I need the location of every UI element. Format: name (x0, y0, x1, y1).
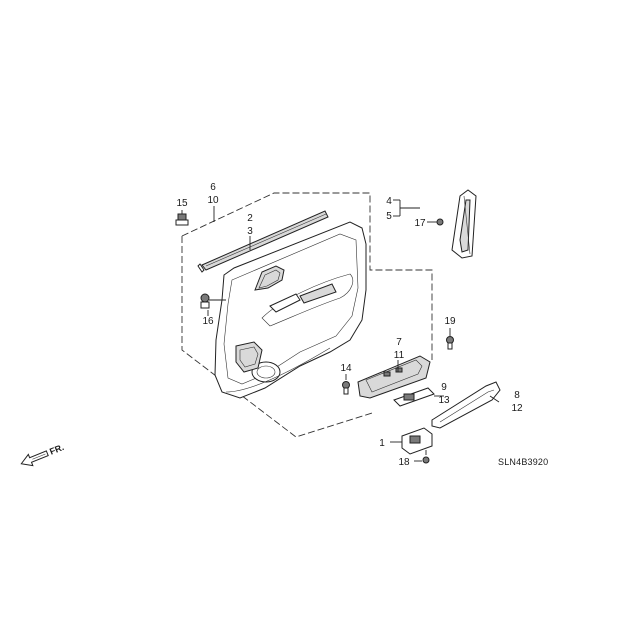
callout-7: 7 (396, 337, 402, 348)
callout-11: 11 (394, 350, 405, 361)
callout-labels: 6 10 15 2 3 4 5 17 16 19 7 11 14 9 13 8 … (176, 182, 523, 468)
front-direction-label: FR. (48, 442, 65, 457)
callout-5: 5 (386, 211, 392, 222)
callout-18: 18 (398, 457, 410, 468)
callout-6: 6 (210, 182, 216, 193)
callout-4: 4 (386, 196, 392, 207)
callout-15: 15 (176, 198, 188, 209)
callout-3: 3 (247, 226, 253, 237)
window-switch (401, 427, 433, 455)
callout-19: 19 (444, 316, 456, 327)
front-direction-arrow: FR. (20, 442, 65, 467)
screw-17 (430, 218, 444, 226)
screw-19 (446, 336, 454, 350)
callout-8: 8 (514, 390, 520, 401)
door-lining-panel (214, 221, 367, 399)
screw-18 (422, 450, 430, 464)
callout-12: 12 (511, 403, 523, 414)
clip-15 (175, 210, 189, 226)
callout-2: 2 (247, 213, 253, 224)
diagram-code: SLN4B3920 (498, 457, 548, 467)
callout-1: 1 (379, 438, 385, 449)
callout-16: 16 (202, 316, 214, 327)
callout-9: 9 (441, 382, 447, 393)
pillar-garnish (451, 189, 477, 259)
callout-13: 13 (438, 395, 450, 406)
door-weatherstrip (197, 210, 329, 273)
screw-14 (342, 381, 350, 395)
callout-leaders (207, 199, 500, 462)
callout-17: 17 (414, 218, 426, 229)
callout-10: 10 (207, 195, 219, 206)
clip-16 (200, 293, 226, 309)
pull-handle (431, 381, 501, 429)
switch-bracket (357, 355, 431, 399)
switch-panel (393, 387, 435, 407)
callout-14: 14 (340, 363, 352, 374)
